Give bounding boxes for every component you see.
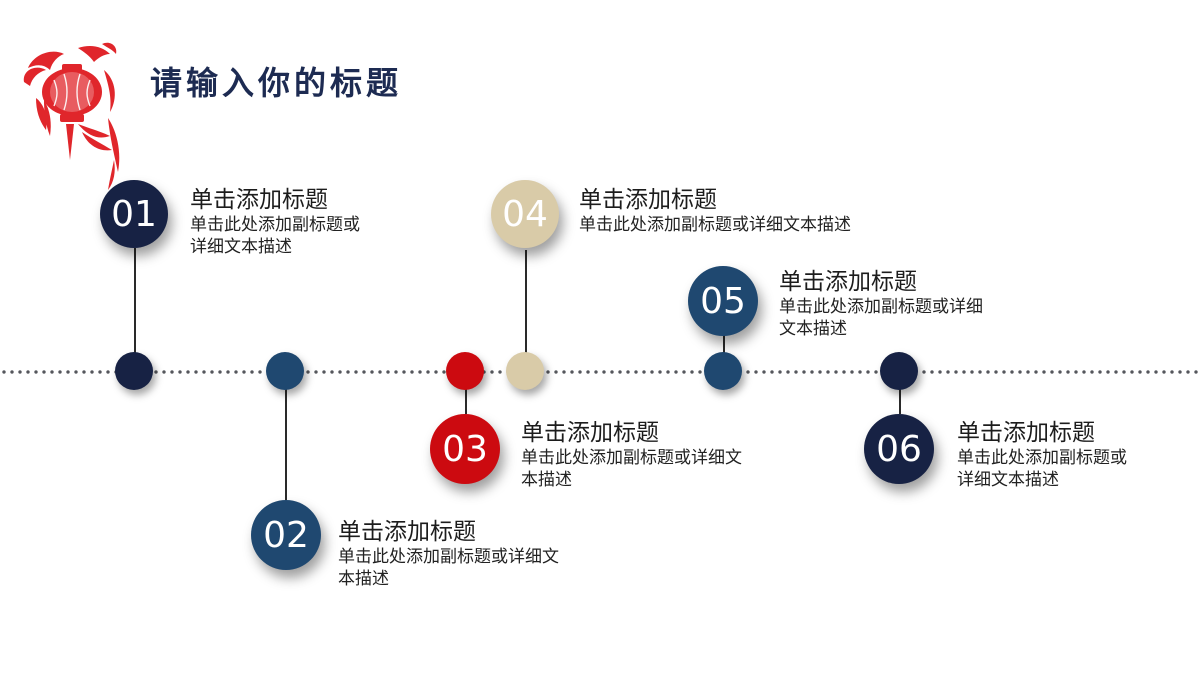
item-desc-line: 详细文本描述 — [190, 237, 292, 257]
connector-line-05 — [723, 334, 725, 356]
item-desc-line: 单击此处添加副标题或详细文 — [521, 448, 742, 468]
connector-line-04 — [525, 250, 527, 356]
item-desc-line: 单击此处添加副标题或 — [190, 215, 360, 235]
item-title: 单击添加标题 — [579, 187, 717, 213]
timeline-item-01: 单击添加标题 单击此处添加副标题或 详细文本描述 — [190, 186, 360, 258]
item-desc-line: 单击此处添加副标题或详细 — [779, 297, 983, 317]
connector-line-02 — [285, 384, 287, 500]
timeline-dot-02 — [266, 352, 304, 390]
timeline-dot-05 — [704, 352, 742, 390]
item-title: 单击添加标题 — [521, 420, 659, 446]
timeline-dot-01 — [115, 352, 153, 390]
timeline-item-06: 单击添加标题 单击此处添加副标题或 详细文本描述 — [957, 419, 1127, 491]
connector-line-06 — [899, 386, 901, 414]
timeline-dot-06 — [880, 352, 918, 390]
timeline-dot-04 — [506, 352, 544, 390]
item-desc-line: 详细文本描述 — [957, 470, 1059, 490]
timeline-dotted-line — [0, 370, 1200, 374]
item-title: 单击添加标题 — [779, 269, 917, 295]
timeline-item-02: 单击添加标题 单击此处添加副标题或详细文 本描述 — [338, 518, 559, 590]
item-desc-line: 文本描述 — [779, 319, 847, 339]
timeline-dot-03 — [446, 352, 484, 390]
timeline-item-05: 单击添加标题 单击此处添加副标题或详细 文本描述 — [779, 268, 983, 340]
connector-line-01 — [134, 248, 136, 358]
connector-line-03 — [465, 386, 467, 414]
step-number-01: 01 — [100, 180, 168, 248]
item-title: 单击添加标题 — [957, 420, 1095, 446]
item-desc-line: 本描述 — [338, 569, 389, 589]
timeline-item-04: 单击添加标题 单击此处添加副标题或详细文本描述 — [579, 186, 851, 236]
item-desc-line: 本描述 — [521, 470, 572, 490]
step-number-03: 03 — [430, 414, 500, 484]
item-desc-line: 单击此处添加副标题或详细文 — [338, 547, 559, 567]
page-title: 请输入你的标题 — [150, 64, 403, 102]
item-title: 单击添加标题 — [190, 187, 328, 213]
lantern-papercut-icon — [23, 42, 120, 190]
step-number-06: 06 — [864, 414, 934, 484]
timeline-item-03: 单击添加标题 单击此处添加副标题或详细文 本描述 — [521, 419, 742, 491]
item-desc-line: 单击此处添加副标题或 — [957, 448, 1127, 468]
step-number-02: 02 — [251, 500, 321, 570]
step-number-05: 05 — [688, 266, 758, 336]
item-desc-line: 单击此处添加副标题或详细文本描述 — [579, 215, 851, 235]
step-number-04: 04 — [491, 180, 559, 248]
item-title: 单击添加标题 — [338, 519, 476, 545]
